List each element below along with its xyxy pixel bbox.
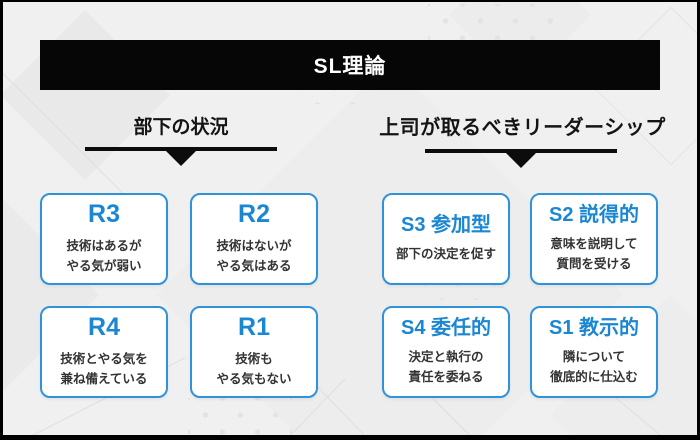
bg-dot-grid: [424, 284, 496, 300]
card-r1-body: 技術も やる気もない: [216, 352, 292, 386]
card-s4-delegating: S4 委任的 決定と執行の 責任を委ねる: [382, 306, 510, 398]
card-s3-title: S3 参加型: [400, 213, 492, 236]
arrow-down-icon: [166, 151, 196, 166]
card-r4-body: 技術とやる気を 兼ね備えている: [60, 352, 148, 386]
bg-diamond: [0, 10, 170, 180]
card-r3: R3 技術はあるが やる気が弱い: [40, 193, 168, 285]
column-heading-subordinate-status: 部下の状況: [133, 117, 229, 138]
card-r3-title: R3: [88, 200, 120, 228]
card-s2-body: 意味を説明して 質問を受ける: [550, 236, 638, 271]
frame-border-right: [697, 0, 700, 440]
frame-border-top: [0, 0, 700, 2]
card-s1-body: 隣について 徹底的に仕込む: [550, 349, 638, 384]
card-r1: R1 技術も やる気もない: [190, 306, 318, 398]
bg-dot-grid: [428, 4, 558, 40]
title-bar: SL理論: [40, 40, 660, 90]
column-heading-leadership-style: 上司が取るべきリーダーシップ: [379, 117, 666, 139]
card-s1-telling: S1 教示的 隣について 徹底的に仕込む: [530, 306, 658, 398]
diagram-title: SL理論: [313, 55, 387, 78]
frame-border-left: [0, 0, 3, 440]
bg-dot-grid: [300, 88, 384, 104]
card-r2: R2 技術はないが やる気はある: [190, 193, 318, 285]
card-r4-title: R4: [88, 313, 120, 341]
card-s4-body: 決定と執行の 責任を委ねる: [408, 349, 484, 384]
card-s2-selling: S2 説得的 意味を説明して 質問を受ける: [530, 193, 658, 285]
bg-dot-grid: [188, 398, 292, 440]
card-s3-participating: S3 参加型 部下の決定を促す: [382, 193, 510, 285]
frame-border-bottom: [0, 435, 700, 440]
card-s1-title: S1 教示的: [548, 316, 640, 339]
card-r3-body: 技術はあるが やる気が弱い: [66, 239, 142, 273]
card-s3-body: 部下の決定を促す: [395, 246, 496, 261]
card-r2-body: 技術はないが やる気はある: [216, 239, 292, 273]
card-r2-title: R2: [238, 200, 270, 228]
card-r1-title: R1: [238, 313, 270, 341]
arrow-down-icon: [506, 153, 536, 168]
card-s2-title: S2 説得的: [548, 203, 640, 226]
card-s4-title: S4 委任的: [400, 316, 492, 339]
card-r4: R4 技術とやる気を 兼ね備えている: [40, 306, 168, 398]
